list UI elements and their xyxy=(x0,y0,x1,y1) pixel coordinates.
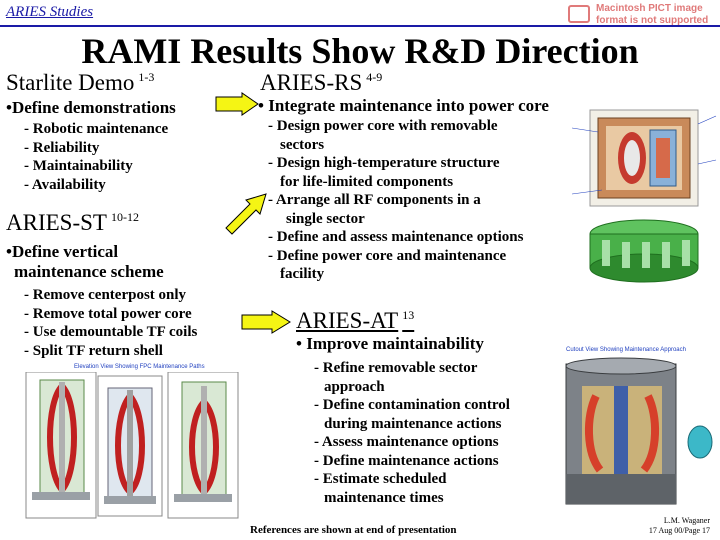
list-item: approach xyxy=(324,378,385,395)
list-item: - Remove centerpost only xyxy=(24,287,187,303)
aries-rs-sector-figure xyxy=(589,219,699,283)
aries-rs-power-core-figure xyxy=(572,109,717,207)
list-item: - Design high-temperature structure xyxy=(268,155,500,171)
aries-rs-items: - Design power core with removable secto… xyxy=(268,117,523,284)
aries-st-ref: 10-12 xyxy=(110,210,139,225)
list-item: - Refine removable sector xyxy=(314,360,478,376)
pict-notice: Macintosh PICT image format is not suppo… xyxy=(566,2,716,28)
aries-at-items: - Refine removable sector approach - Def… xyxy=(314,359,510,507)
list-item: - Split TF return shell xyxy=(24,342,163,359)
series-header: ARIES Studies xyxy=(6,4,94,20)
aries-at-bullet: • Improve maintainability xyxy=(296,334,484,353)
list-item: sectors xyxy=(280,136,325,153)
list-item: maintenance times xyxy=(324,489,444,506)
author-name: L.M. Waganer xyxy=(663,516,710,525)
aries-at-ref: 13 xyxy=(402,308,415,323)
aries-rs-ref: 4-9 xyxy=(366,70,383,85)
list-item: during maintenance actions xyxy=(324,415,502,432)
aries-at-heading-text: ARIES-AT xyxy=(296,308,399,333)
list-item: - Define power core and maintenance xyxy=(268,247,507,264)
image-placeholder-icon xyxy=(568,5,590,23)
elevation-caption: Elevation View Showing FPC Maintenance P… xyxy=(74,364,205,370)
cutout-caption: Cutout View Showing Maintenance Approach xyxy=(566,347,686,353)
date-page: 17 Aug 00/Page 17 xyxy=(648,526,710,535)
author-block: L.M. Waganer 17 Aug 00/Page 17 xyxy=(628,516,710,536)
list-item: - Design power core with removable xyxy=(268,118,498,134)
list-item: - Arrange all RF components in a xyxy=(268,192,481,208)
aries-at-cutout-figure xyxy=(565,357,713,505)
arrow-icon xyxy=(241,310,291,334)
starlite-heading-text: Starlite Demo xyxy=(6,70,135,95)
aries-rs-bullet: • Integrate maintenance into power core xyxy=(258,96,549,115)
slide-title: RAMI Results Show R&D Direction xyxy=(81,31,639,71)
list-item: - Assess maintenance options xyxy=(314,434,499,450)
list-item: - Robotic maintenance xyxy=(24,121,169,137)
list-item: facility xyxy=(280,266,325,282)
aries-st-elevation-figure xyxy=(25,372,239,519)
list-item: - Remove total power core xyxy=(24,305,192,322)
arrow-icon xyxy=(215,92,259,116)
list-item: - Use demountable TF coils xyxy=(24,324,198,340)
aries-rs-heading-text: ARIES-RS xyxy=(260,70,363,95)
list-item: - Availability xyxy=(24,176,106,193)
list-item: - Define maintenance actions xyxy=(314,452,499,469)
aries-st-heading-text: ARIES-ST xyxy=(6,210,107,235)
aries-st-bullet-line: maintenance scheme xyxy=(14,262,164,281)
list-item: for life-limited components xyxy=(280,173,454,190)
arrow-icon xyxy=(225,193,267,235)
pict-notice-text: Macintosh PICT image format is not suppo… xyxy=(596,3,709,26)
aries-st-items: - Remove centerpost only - Remove total … xyxy=(24,286,197,360)
references-note: References are shown at end of presentat… xyxy=(250,524,457,536)
list-item: single sector xyxy=(286,210,365,227)
list-item: - Reliability xyxy=(24,139,100,156)
aries-st-bullet: •Define vertical maintenance scheme xyxy=(6,242,164,282)
header-divider xyxy=(0,25,720,27)
list-item: - Define contamination control xyxy=(314,397,510,413)
list-item: - Estimate scheduled xyxy=(314,471,447,487)
list-item: - Define and assess maintenance options xyxy=(268,229,524,245)
starlite-ref: 1-3 xyxy=(138,70,155,85)
list-item: - Maintainability xyxy=(24,158,133,174)
starlite-bullet: •Define demonstrations xyxy=(6,98,176,117)
starlite-items: - Robotic maintenance - Reliability - Ma… xyxy=(24,120,168,194)
aries-st-bullet-line: •Define vertical xyxy=(6,242,119,261)
